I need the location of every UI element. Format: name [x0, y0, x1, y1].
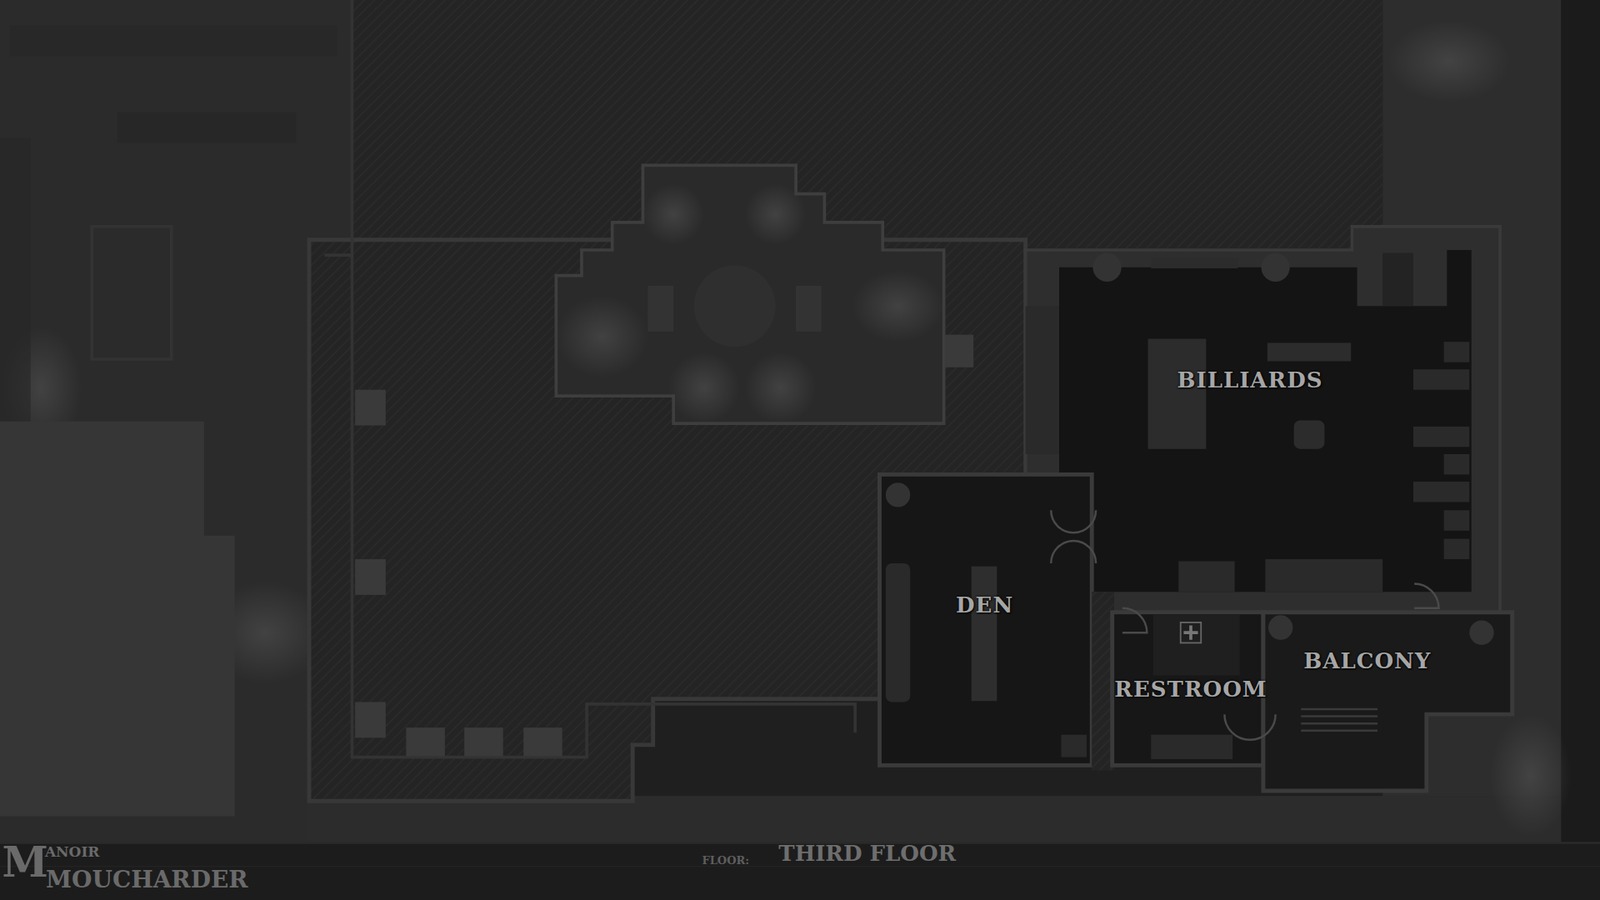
room-name: DEN: [955, 592, 1014, 618]
floor-caption: FLOOR:: [701, 855, 750, 866]
room-region: DEN: [883, 478, 1088, 761]
logo-text: MOUCHARDER: [45, 868, 248, 892]
room-name: RESTROOM: [1114, 676, 1267, 702]
floor-name: THIRD FLOOR: [778, 842, 956, 865]
room-region: BILLIARDS: [1059, 267, 1472, 592]
logo-text: ANOIR: [45, 845, 100, 860]
room-name: BALCONY: [1303, 648, 1431, 674]
logo-initial: M: [1, 841, 48, 884]
room-region: RESTROOM: [1104, 665, 1278, 712]
room-region: BALCONY: [1267, 616, 1509, 711]
room-name: BILLIARDS: [1177, 367, 1324, 393]
